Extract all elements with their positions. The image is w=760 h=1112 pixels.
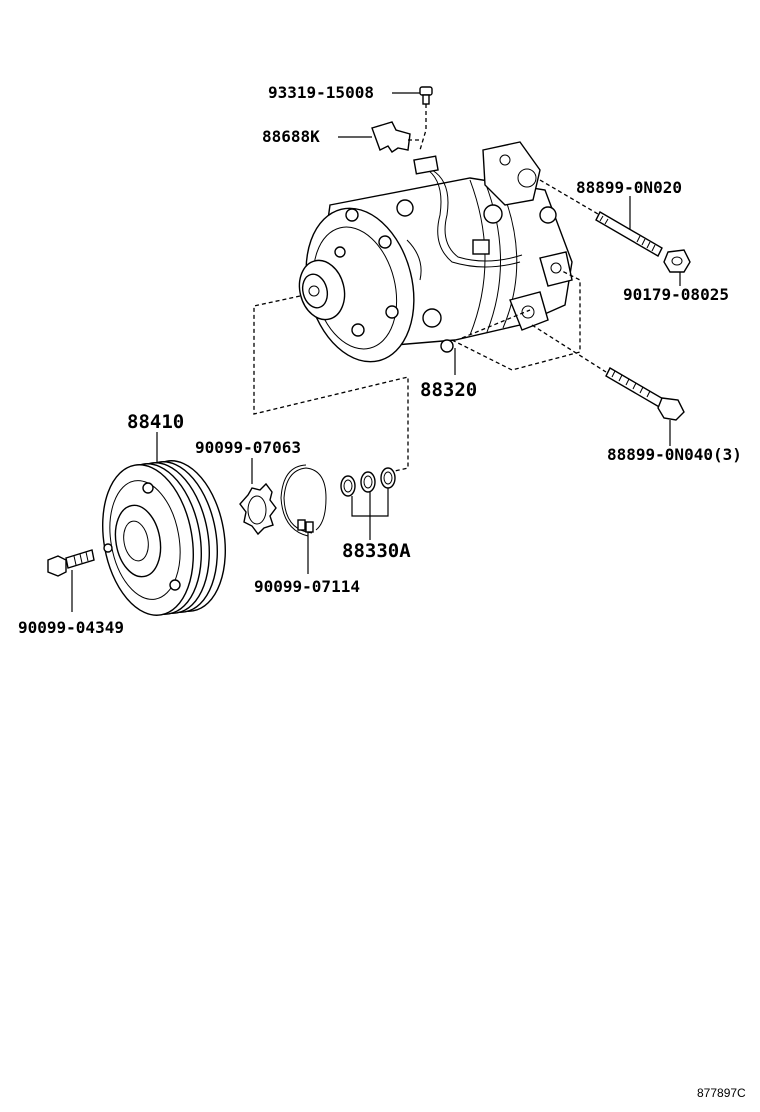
label-88410: 88410	[127, 411, 184, 433]
label-90099-07063: 90099-07063	[195, 438, 301, 457]
label-88330a: 88330A	[342, 540, 411, 562]
shims-88330-icon	[340, 467, 396, 497]
label-90099-04349: 90099-04349	[18, 618, 124, 637]
assembly-outline-right	[451, 269, 581, 371]
nut-90179-icon	[663, 249, 691, 273]
compressor-assembly	[298, 141, 573, 363]
label-90099-07114: 90099-07114	[254, 577, 360, 596]
lock-washer-90099-07063-icon	[239, 482, 277, 536]
pulley-88410-icon	[102, 460, 226, 616]
label-88688k: 88688K	[262, 127, 320, 146]
clip-88688-icon	[371, 121, 411, 153]
label-88320: 88320	[420, 379, 477, 401]
bolt-90099-04349-icon	[47, 549, 95, 577]
stud-bolt-88899-0n020-icon	[595, 211, 663, 257]
label-88899-0n040: 88899-0N040(3)	[607, 445, 742, 464]
label-93319-15008: 93319-15008	[268, 83, 374, 102]
assembly-outline-left	[253, 295, 409, 473]
label-90179-08025: 90179-08025	[623, 285, 729, 304]
bolt-93319-icon	[419, 86, 433, 105]
bolt-88899-0n040-icon	[605, 367, 685, 421]
label-88899-0n020: 88899-0N020	[576, 178, 682, 197]
reference-code: 877897C	[697, 1086, 746, 1100]
snap-ring-90099-07114-icon	[280, 464, 327, 537]
